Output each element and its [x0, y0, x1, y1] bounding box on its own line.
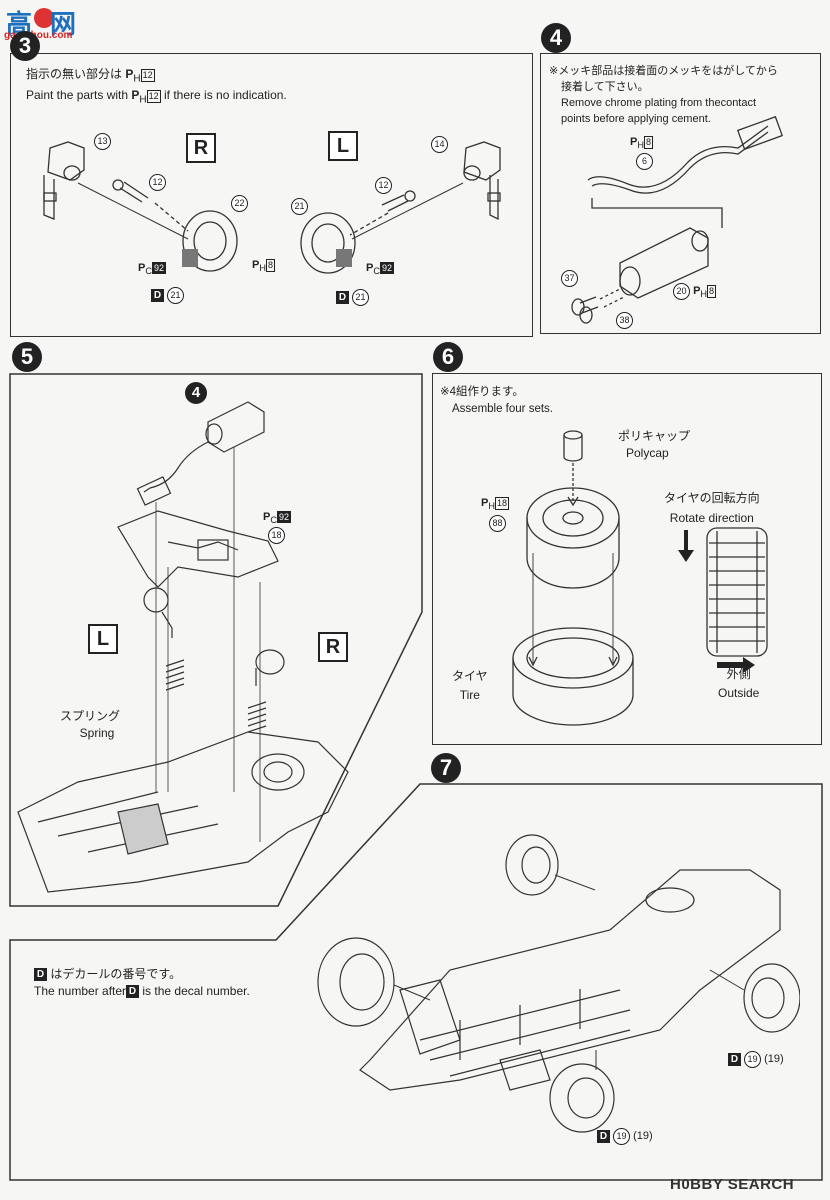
- part-13: 13: [94, 133, 111, 150]
- tire-label: タイヤ Tire: [452, 667, 488, 705]
- paint-p-glyph: P: [131, 88, 140, 103]
- paint-h-glyph: H: [139, 94, 147, 106]
- step6-number: 6: [433, 342, 463, 372]
- step7-number: 7: [431, 753, 461, 783]
- step6-drawing: [512, 430, 768, 726]
- watermark-text: 网: [50, 9, 77, 39]
- paint-code: 12: [146, 90, 161, 104]
- decal-note-en-prefix: The number after: [34, 984, 127, 998]
- paint-h-glyph: H: [133, 73, 141, 85]
- step4-note-en-2: points before applying cement.: [561, 113, 711, 125]
- step7-panel-frame: [9, 783, 823, 1181]
- decal-d-glyph: D: [34, 968, 47, 982]
- rotate-label-en: Rotate direction: [669, 511, 754, 525]
- step4-note-jp-2: 接着して下さい。: [561, 81, 649, 93]
- part-12-a: 12: [149, 174, 166, 191]
- rotate-direction-label: タイヤの回転方向 Rotate direction: [664, 488, 760, 528]
- step5-side-r: R: [318, 632, 348, 662]
- part-37: 37: [561, 270, 578, 287]
- decal-19-a: D 19 (19): [728, 1051, 784, 1068]
- step3-number: 3: [10, 31, 40, 61]
- paint-code: 12: [140, 69, 155, 82]
- polycap-label-jp: ポリキャップ: [618, 429, 691, 443]
- spring-label: スプリング Spring: [60, 708, 120, 742]
- step5-panel-frame: [9, 373, 423, 907]
- decal-note-en-suffix: is the decal number.: [142, 984, 250, 998]
- step3-note-en-suffix: if there is no indication.: [164, 88, 287, 103]
- step4-drawing: [571, 115, 784, 324]
- decal-note-jp: はデカールの番号です。: [50, 967, 182, 981]
- step3-panel: [10, 53, 533, 337]
- step4-panel: [540, 53, 821, 334]
- tire-label-en: Tire: [459, 688, 480, 702]
- decal-19-b: D 19 (19): [597, 1128, 653, 1145]
- step3-note-en: Paint the parts with: [26, 88, 129, 103]
- part-6: 6: [636, 153, 653, 170]
- spring-label-jp: スプリング: [60, 709, 121, 723]
- step3-note-jp: 指示の無い部分は: [26, 67, 123, 81]
- tire-label-jp: タイヤ: [452, 669, 488, 683]
- part-88: 88: [489, 515, 506, 532]
- step4-number: 4: [541, 23, 571, 53]
- step5-sub4: 4: [185, 382, 207, 404]
- step3-drawing: [43, 141, 501, 274]
- spring-label-en: Spring: [79, 726, 115, 740]
- outside-label-en: Outside: [718, 686, 760, 700]
- step4-note-jp-1: ※メッキ部品は接着面のメッキをはがしてから: [549, 65, 778, 77]
- step7-drawing: [317, 834, 800, 1133]
- rotate-label-jp: タイヤの回転方向: [664, 491, 760, 505]
- step6-note-en: Assemble four sets.: [452, 403, 553, 415]
- side-l-label: L: [328, 131, 358, 161]
- step6-note-jp: ※4組作ります。: [440, 386, 524, 398]
- decal-d-glyph: D: [126, 985, 140, 999]
- polycap-label-en: Polycap: [626, 446, 669, 460]
- watermark-logo-icon: [34, 8, 54, 28]
- part-22: 22: [231, 195, 248, 212]
- footer-watermark: H0BBY SEARCH: [670, 1176, 795, 1193]
- polycap-label: ポリキャップ Polycap: [618, 428, 690, 462]
- step4-note: ※メッキ部品は接着面のメッキをはがしてから 接着して下さい。 Remove ch…: [549, 63, 778, 127]
- step5-side-l: L: [88, 624, 118, 654]
- step6-panel: [432, 373, 822, 745]
- step6-note: ※4組作ります。 Assemble four sets.: [440, 384, 553, 418]
- step5-drawing: [17, 401, 349, 893]
- part-14: 14: [431, 136, 448, 153]
- part-38: 38: [616, 312, 633, 329]
- step5-number: 5: [12, 342, 42, 372]
- part-18: 18: [268, 527, 285, 544]
- decal-21-b: D 21: [336, 289, 370, 306]
- part-12-b: 12: [375, 177, 392, 194]
- watermark-url: gao-shou.com: [4, 30, 73, 41]
- part-21: 21: [291, 198, 308, 215]
- decal-21-a: D 21: [151, 287, 185, 304]
- side-r-label: R: [186, 133, 216, 163]
- step4-note-en-1: Remove chrome plating from thecontact: [561, 97, 757, 109]
- paint-p-glyph: P: [125, 67, 134, 81]
